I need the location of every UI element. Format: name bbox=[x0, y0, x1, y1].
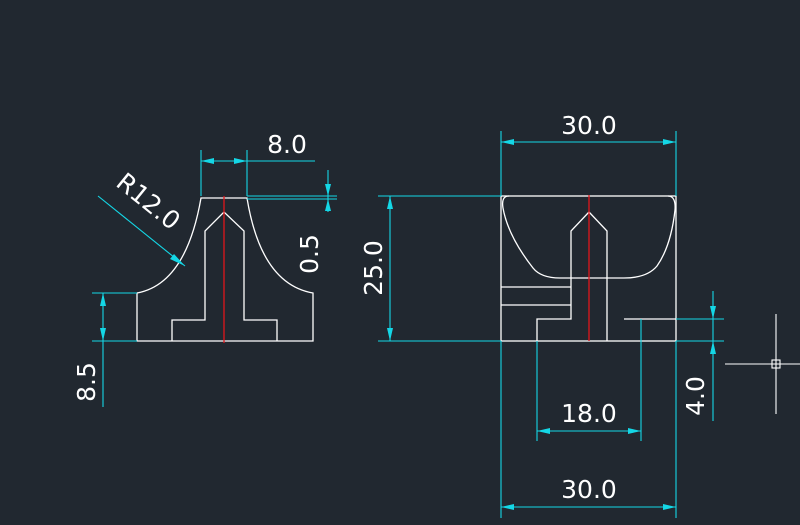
front-view: 30.0 25.0 4.0 18.0 30.0 bbox=[359, 111, 724, 518]
dim-30-bottom-label: 30.0 bbox=[561, 475, 617, 504]
dim-8-arrow-left bbox=[201, 158, 214, 164]
dim-0.5-arrow-bottom bbox=[325, 199, 331, 211]
dim-25-label: 25.0 bbox=[359, 240, 388, 296]
dim-30-top-arrow-left bbox=[501, 139, 514, 145]
radius-leader bbox=[97, 195, 186, 267]
dim-8.5-arrow-top bbox=[100, 293, 106, 306]
dim-4-arrow-top bbox=[710, 306, 716, 319]
side-view-outline bbox=[136, 197, 314, 342]
dim-25-arrow-bottom bbox=[387, 328, 393, 341]
dim-30-bottom-arrow-left bbox=[501, 504, 514, 510]
dim-8-arrow-right bbox=[234, 158, 247, 164]
dim-18-label: 18.0 bbox=[561, 399, 617, 428]
front-view-pin-profile bbox=[536, 211, 608, 341]
dim-30-bottom-arrow-right bbox=[663, 504, 676, 510]
dim-8.5-arrow-bottom bbox=[100, 328, 106, 341]
dim-0.5-arrow-top bbox=[325, 184, 331, 196]
dim-30-top-arrow-right bbox=[663, 139, 676, 145]
dim-0.5-label: 0.5 bbox=[295, 234, 324, 274]
dim-8-label: 8.0 bbox=[267, 130, 307, 159]
front-view-bowl bbox=[501, 195, 676, 279]
crosshair-cursor-icon bbox=[725, 314, 800, 414]
dim-25-arrow-top bbox=[387, 196, 393, 209]
dim-4-label: 4.0 bbox=[681, 376, 710, 416]
dim-4-arrow-bottom bbox=[710, 341, 716, 354]
dim-18-arrow-left bbox=[537, 428, 550, 434]
dim-30-top-label: 30.0 bbox=[561, 111, 617, 140]
radius-leader-arrow bbox=[170, 254, 185, 266]
side-view: 8.0 R12.0 0.5 8.5 bbox=[72, 130, 337, 407]
radius-label: R12.0 bbox=[111, 167, 186, 236]
dim-8.5-label: 8.5 bbox=[72, 362, 101, 402]
dim-18-arrow-right bbox=[628, 428, 641, 434]
